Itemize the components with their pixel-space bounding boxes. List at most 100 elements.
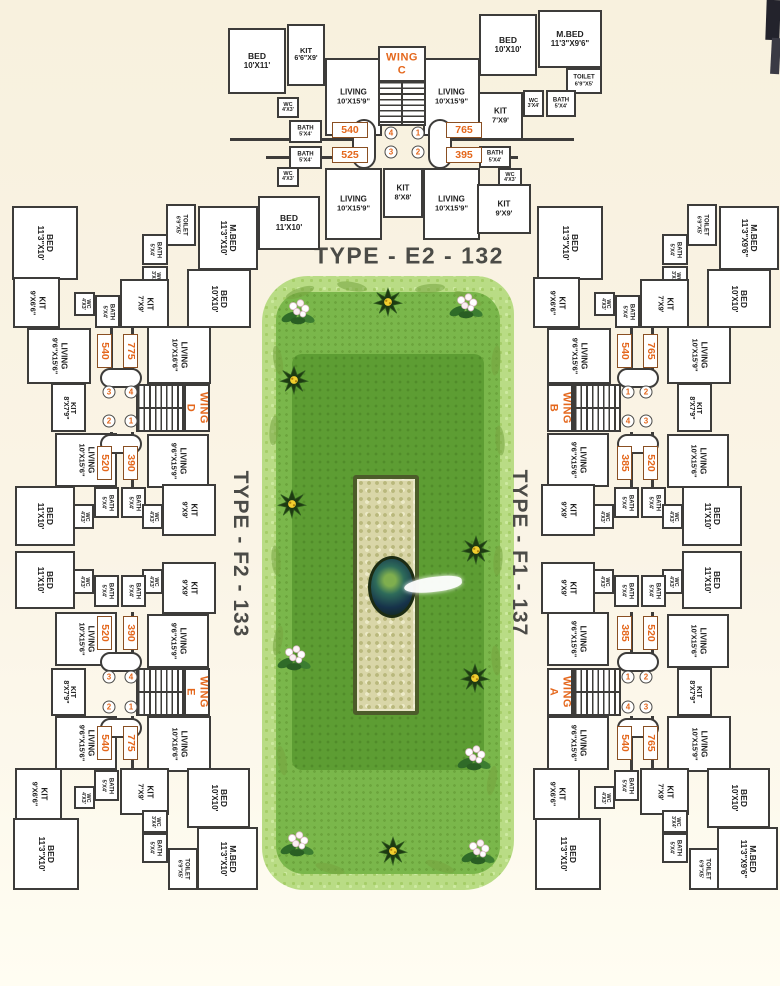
room-dims: 11'3"X10'	[219, 220, 229, 256]
room-name: BATH	[627, 582, 634, 600]
room-name: LIVING	[578, 625, 588, 653]
area-tag-value: 520	[644, 624, 657, 642]
room-dims: 4'X3'	[599, 791, 606, 804]
room-dims: 5'X4'	[620, 584, 627, 598]
page-edge-artifact	[770, 37, 780, 75]
room-dims: 9'X9'	[559, 501, 569, 519]
room-dims: 6'9"X5'	[174, 215, 181, 235]
room-dims: 5'X4'	[668, 841, 675, 855]
room-name: M.BED	[556, 28, 584, 39]
dark-flower-icon	[276, 489, 308, 520]
room-name: TOILET	[704, 858, 711, 880]
room-name: LIVING	[699, 341, 709, 369]
room-name: KIT	[189, 581, 199, 595]
lobby-door-swing	[617, 652, 659, 672]
unit-number-circle: 4	[621, 700, 635, 714]
room-name: LIVING	[86, 625, 96, 653]
room-name: BATH	[654, 494, 661, 511]
unit-number-circle: 1	[124, 700, 138, 714]
room-dims: 5'X4'	[148, 243, 155, 256]
room-name: LIVING	[86, 446, 96, 474]
room-dims: 4'X3'	[79, 298, 86, 310]
dark-flower-icon	[459, 663, 491, 694]
room-dims: 11'3"X10'	[36, 225, 46, 261]
area-tag-value: 520	[98, 454, 111, 472]
staircase	[378, 80, 426, 126]
room-dims: 10'X11'	[243, 60, 271, 70]
room-dims: 5'X4'	[668, 243, 675, 256]
room-dims: 10'X15'9"	[336, 96, 371, 106]
room-dims: 9'6"X15'9"	[169, 622, 179, 660]
area-tag-value: 540	[618, 342, 631, 360]
room-name: WC	[283, 171, 293, 178]
dark-flower-icon	[377, 836, 409, 867]
room-dims: 11'3"X9'6"	[739, 839, 749, 878]
dark-flower-icon	[372, 287, 404, 318]
room-name: LIVING	[340, 87, 367, 97]
area-tag-540: 540	[332, 122, 368, 138]
room-name: LIVING	[579, 342, 589, 370]
room-name: KIT	[189, 503, 199, 517]
room-dims: 9'X6'6"	[28, 290, 38, 315]
room-dims: 5'X4'	[100, 584, 107, 598]
white-flower-icon	[461, 836, 495, 866]
room-dims: 11'X10'	[275, 222, 303, 232]
unit-number-circle: 2	[411, 145, 425, 159]
room-name: BED	[45, 234, 56, 252]
room-name: BED	[45, 507, 56, 525]
room-dims: 10'X15'6"	[77, 443, 87, 477]
room-name: BED	[739, 289, 750, 308]
area-tag-540: 540	[97, 334, 112, 368]
room-name: BATH	[297, 150, 314, 157]
room-dims: 8'X8'	[394, 192, 412, 202]
room-dims: 10'X15'9"	[434, 96, 469, 106]
room-dims: 3'X4'	[527, 102, 540, 109]
white-flower-icon	[281, 296, 315, 326]
dark-flower-icon	[278, 365, 310, 396]
unit-number-circle: 2	[102, 700, 116, 714]
room-dims: 5'X4'	[100, 779, 107, 792]
area-tag-525: 525	[332, 147, 368, 163]
